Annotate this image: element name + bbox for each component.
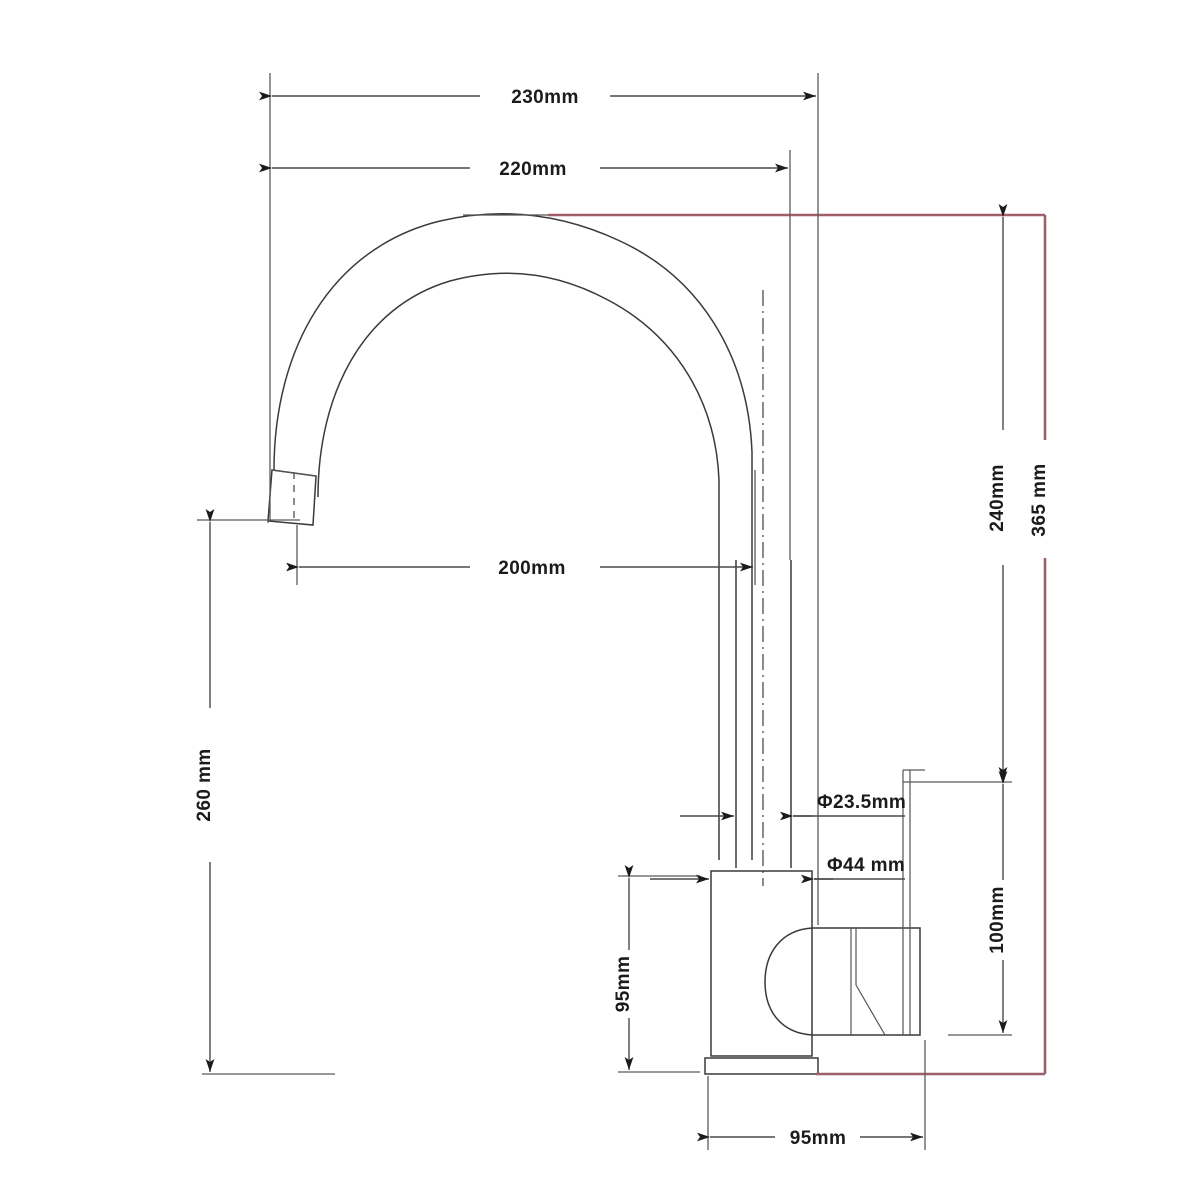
dimension-label-95mm-horizontal: 95mm xyxy=(790,1128,847,1149)
dimension-label-240mm: 240mm xyxy=(987,464,1008,532)
dimension-diameter-23-5mm: Φ23.5mm xyxy=(680,792,906,821)
dimension-260mm: 260 mm xyxy=(194,509,335,1075)
dimension-230mm: 230mm xyxy=(259,73,819,925)
dimension-diameter-44mm: Φ44 mm xyxy=(650,855,905,884)
handle-facet-diagonal xyxy=(855,984,886,1036)
dimension-label-365mm: 365 mm xyxy=(1029,463,1050,536)
dimension-label-dia-23-5mm: Φ23.5mm xyxy=(817,792,906,813)
dimension-95mm-vertical: 95mm xyxy=(613,865,700,1073)
dimension-95mm-horizontal: 95mm xyxy=(697,1040,926,1150)
label-365-backdrop xyxy=(1031,440,1059,558)
dimension-100mm: 100mm xyxy=(902,769,1012,1036)
overall-height-red-outline xyxy=(548,213,1047,1076)
dimension-240mm: 240mm xyxy=(903,204,1012,783)
dimension-label-260mm: 260 mm xyxy=(194,748,215,821)
dimension-200mm: 200mm xyxy=(286,470,756,585)
faucet-body-cylinder xyxy=(710,870,813,1057)
dimension-label-dia-44mm: Φ44 mm xyxy=(827,855,905,876)
dimension-220mm: 220mm xyxy=(259,150,791,560)
dimension-label-230mm: 230mm xyxy=(511,87,579,108)
dimension-365mm: 365 mm xyxy=(1029,440,1059,558)
dimension-label-200mm: 200mm xyxy=(498,558,566,579)
dimension-label-100mm: 100mm xyxy=(987,886,1008,954)
spout-inner-curve xyxy=(317,272,720,860)
lever-handle-block xyxy=(812,927,921,1036)
dimension-label-95mm-vertical: 95mm xyxy=(613,956,634,1013)
dimension-label-220mm: 220mm xyxy=(499,159,567,180)
handle-cam-profile xyxy=(764,927,813,1036)
